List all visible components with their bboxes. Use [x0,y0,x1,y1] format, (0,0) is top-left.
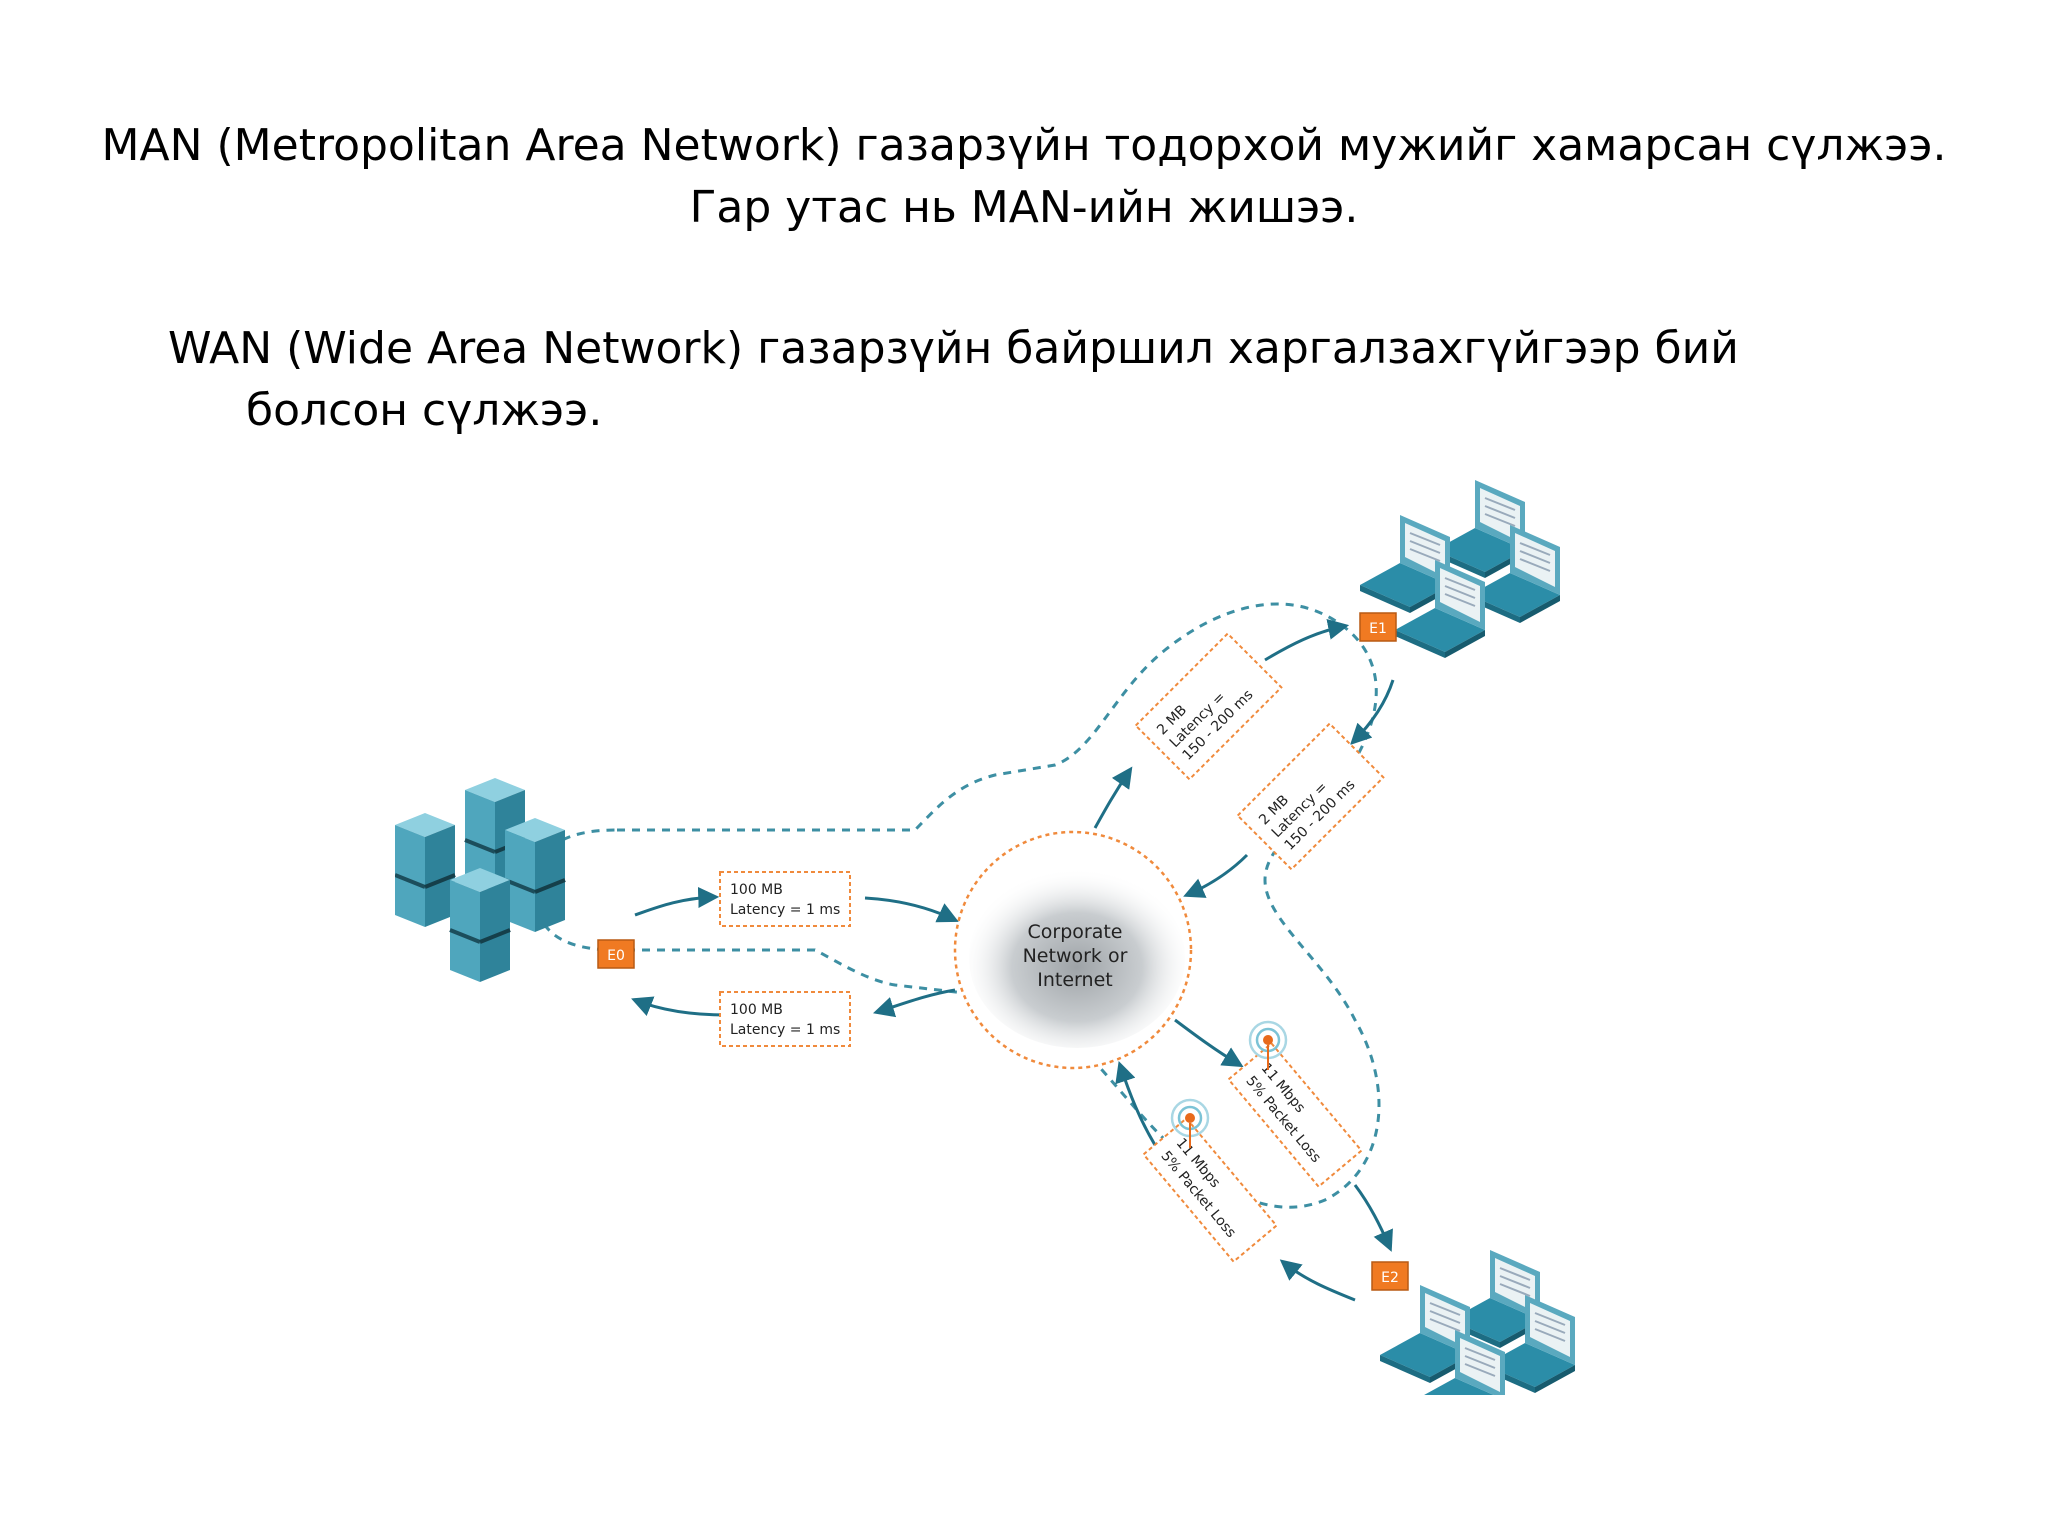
server-cluster-icon [393,776,567,984]
link-label-e1-in: 2 MB Latency = 150 - 200 ms [1236,722,1385,871]
arrow-e0-to-cloud-end [864,896,959,923]
man-line-2: Гар утас нь MAN-ийн жишээ. [689,182,1359,233]
laptop-group-e2-icon [1379,1249,1576,1429]
arrow-cloud-to-e0-end [631,996,728,1017]
link-e0-out-line-2: Latency = 1 ms [730,902,840,918]
arrow-cloud-to-e1-end [1264,619,1350,662]
edge-e0-label: E0 [607,948,625,964]
arrow-e2-to-cloud-start [1279,1259,1356,1302]
edge-e0-badge: E0 [597,939,635,969]
arrow-cloud-to-e1-start [1093,766,1133,829]
wan-network-diagram: Corporate Network or Internet E0 E1 E2 [393,479,1576,1429]
link-label-e0-out: 100 MB Latency = 1 ms [719,871,851,927]
link-label-e0-in: 100 MB Latency = 1 ms [719,991,851,1047]
man-line-1: MAN (Metropolitan Area Network) газарзүй… [101,120,1947,171]
network-boundary-outline [533,602,1381,1209]
link-label-e1-out: 2 MB Latency = 150 - 200 ms [1134,632,1283,781]
edge-e2-badge: E2 [1371,1261,1409,1291]
link-e0-out-line-1: 100 MB [730,882,783,898]
arrow-e0-to-cloud-start [634,886,720,917]
edge-e1-label: E1 [1369,621,1387,637]
wireless-signal-icon [1170,1098,1210,1148]
edge-e2-label: E2 [1381,1270,1399,1286]
link-e0-in-line-1: 100 MB [730,1002,783,1018]
wan-description: WAN (Wide Area Network) газарзүйн байрши… [168,323,1739,436]
wireless-signal-icon [1248,1020,1288,1070]
link-label-e2-out: 11 Mbps 5% Packet Loss [1227,1041,1363,1189]
link-e0-in-line-2: Latency = 1 ms [730,1022,840,1038]
link-label-e2-in: 11 Mbps 5% Packet Loss [1142,1116,1278,1264]
arrow-e1-to-cloud-start [1350,679,1395,745]
arrow-cloud-to-e2-end [1353,1184,1393,1252]
man-description: MAN (Metropolitan Area Network) газарзүй… [0,115,2048,239]
cloud-label-line-3: Internet [1037,969,1112,991]
arrow-cloud-to-e2-start [1174,1018,1244,1068]
arrow-e1-to-cloud-end [1183,853,1249,898]
cloud-label-line-1: Corporate [1028,921,1123,943]
arrow-cloud-to-e0-start [872,988,956,1018]
edge-e1-badge: E1 [1359,612,1397,642]
arrow-e2-to-cloud-end [1115,1061,1157,1146]
cloud-node: Corporate Network or Internet [953,830,1193,1070]
cloud-label-line-2: Network or [1023,945,1128,967]
